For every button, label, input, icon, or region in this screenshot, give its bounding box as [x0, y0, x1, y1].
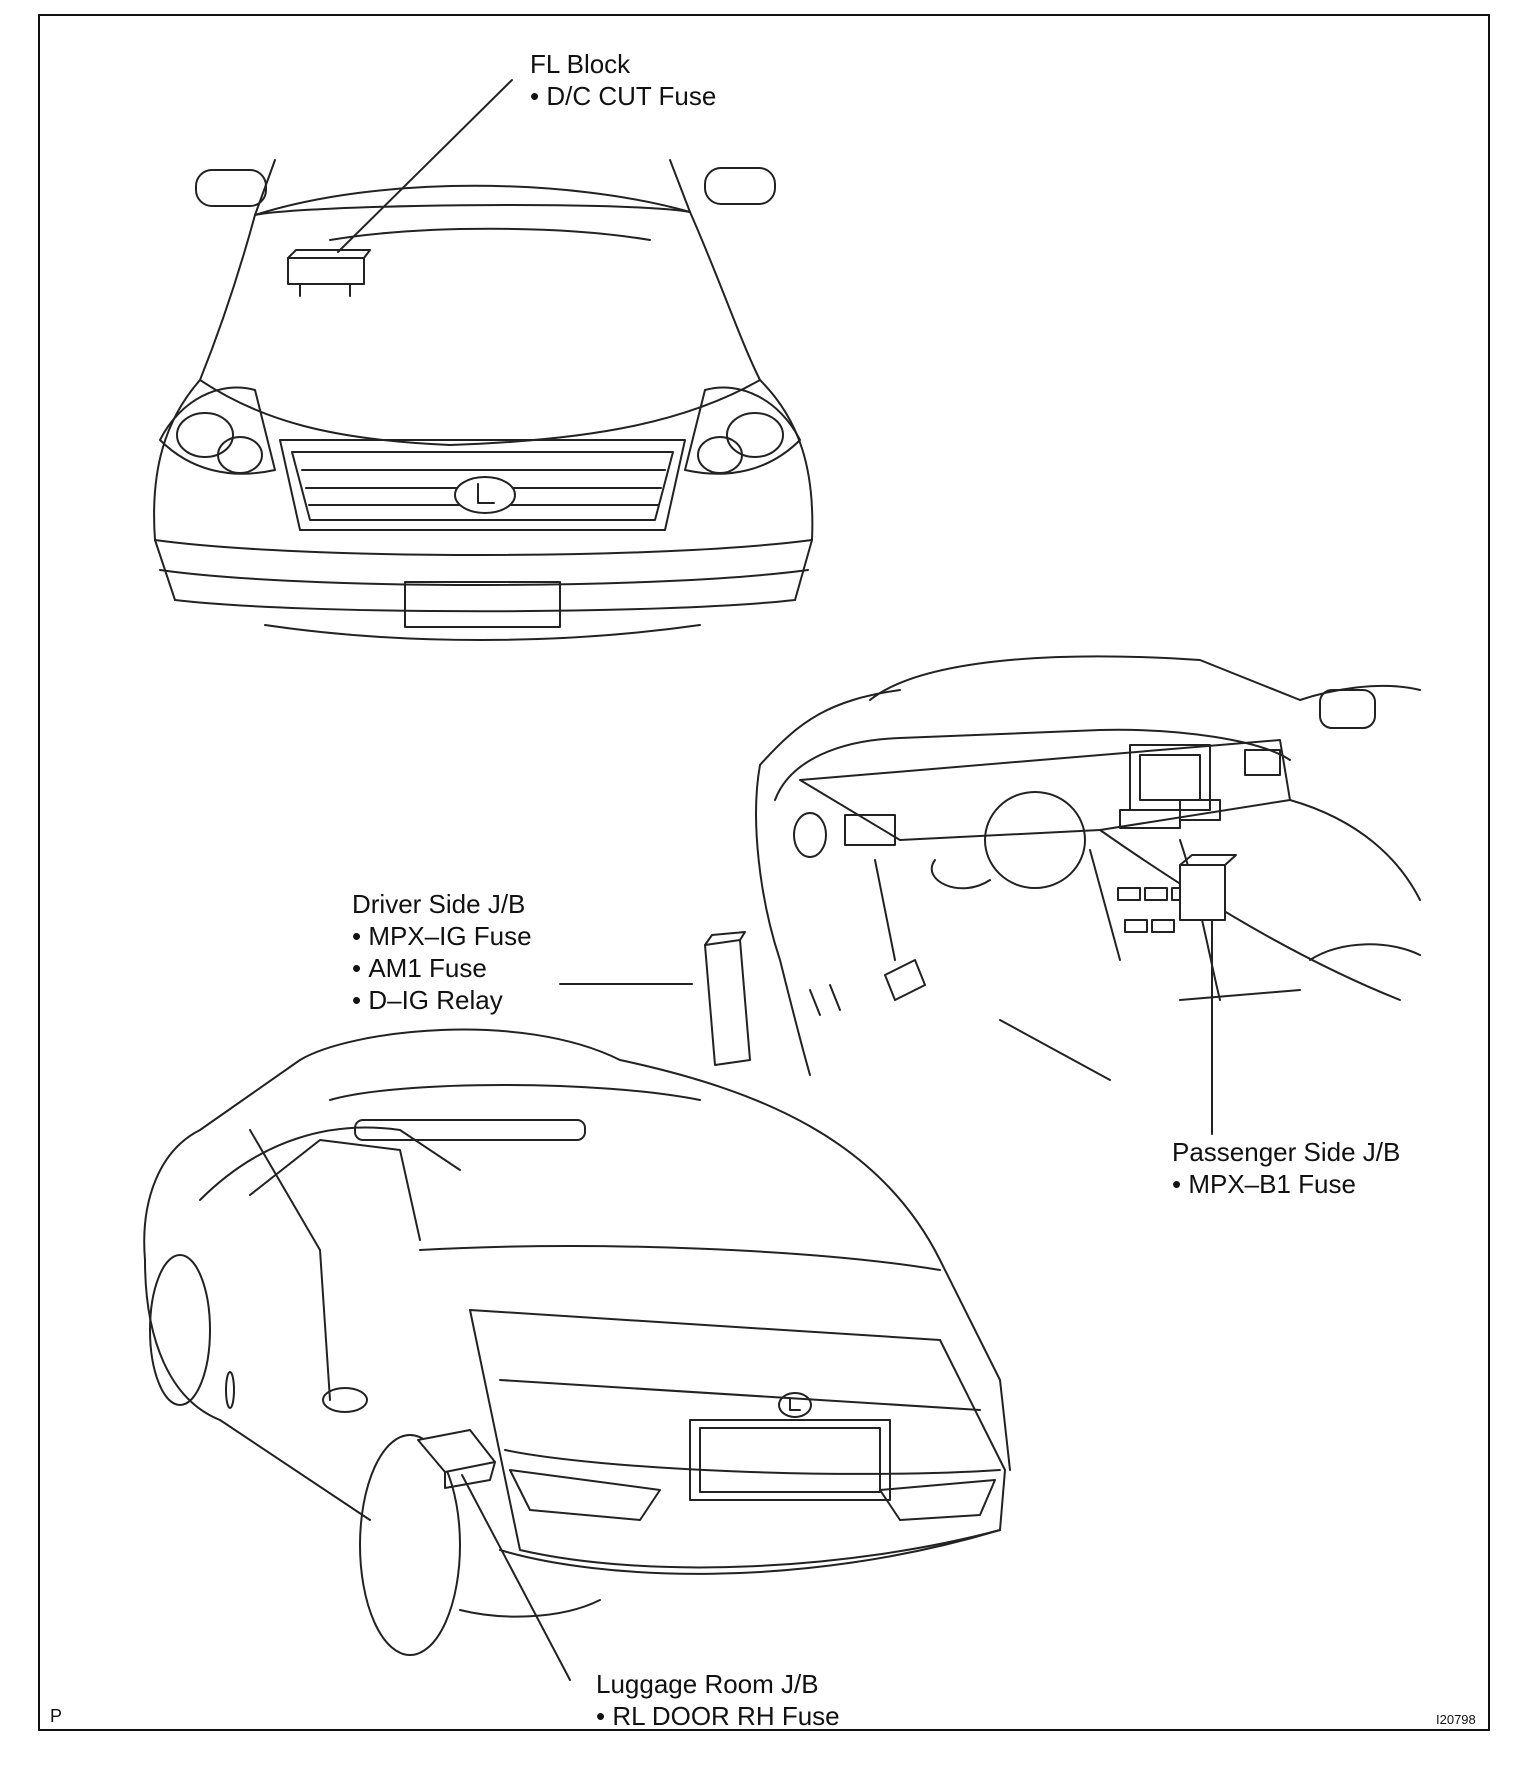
- driver-jb-item: D–IG Relay: [352, 984, 532, 1016]
- passenger-jb-title: Passenger Side J/B: [1172, 1137, 1401, 1167]
- driver-jb-item: MPX–IG Fuse: [352, 920, 531, 952]
- dashboard-view: [559, 655, 1421, 1135]
- car-rear-view: [143, 1028, 1011, 1681]
- fl-block-title: FL Block: [530, 49, 631, 79]
- luggage-jb-item: RL DOOR RH Fuse: [596, 1700, 839, 1732]
- driver-jb-title: Driver Side J/B: [352, 889, 526, 919]
- luggage-jb-title: Luggage Room J/B: [596, 1669, 819, 1699]
- luggage-jb-label: Luggage Room J/B RL DOOR RH Fuse: [596, 1668, 840, 1732]
- driver-jb-item: AM1 Fuse: [352, 952, 532, 984]
- driver-jb-label: Driver Side J/B MPX–IG Fuse AM1 Fuse D–I…: [352, 888, 532, 1016]
- passenger-jb-item: MPX–B1 Fuse: [1172, 1168, 1400, 1200]
- passenger-jb-label: Passenger Side J/B MPX–B1 Fuse: [1172, 1136, 1400, 1200]
- figure-code: I20798: [1436, 1712, 1476, 1727]
- fl-block-label: FL Block D/C CUT Fuse: [530, 48, 716, 112]
- car-front-view: [153, 79, 814, 641]
- fl-block-item: D/C CUT Fuse: [530, 80, 716, 112]
- corner-letter: P: [50, 1706, 63, 1726]
